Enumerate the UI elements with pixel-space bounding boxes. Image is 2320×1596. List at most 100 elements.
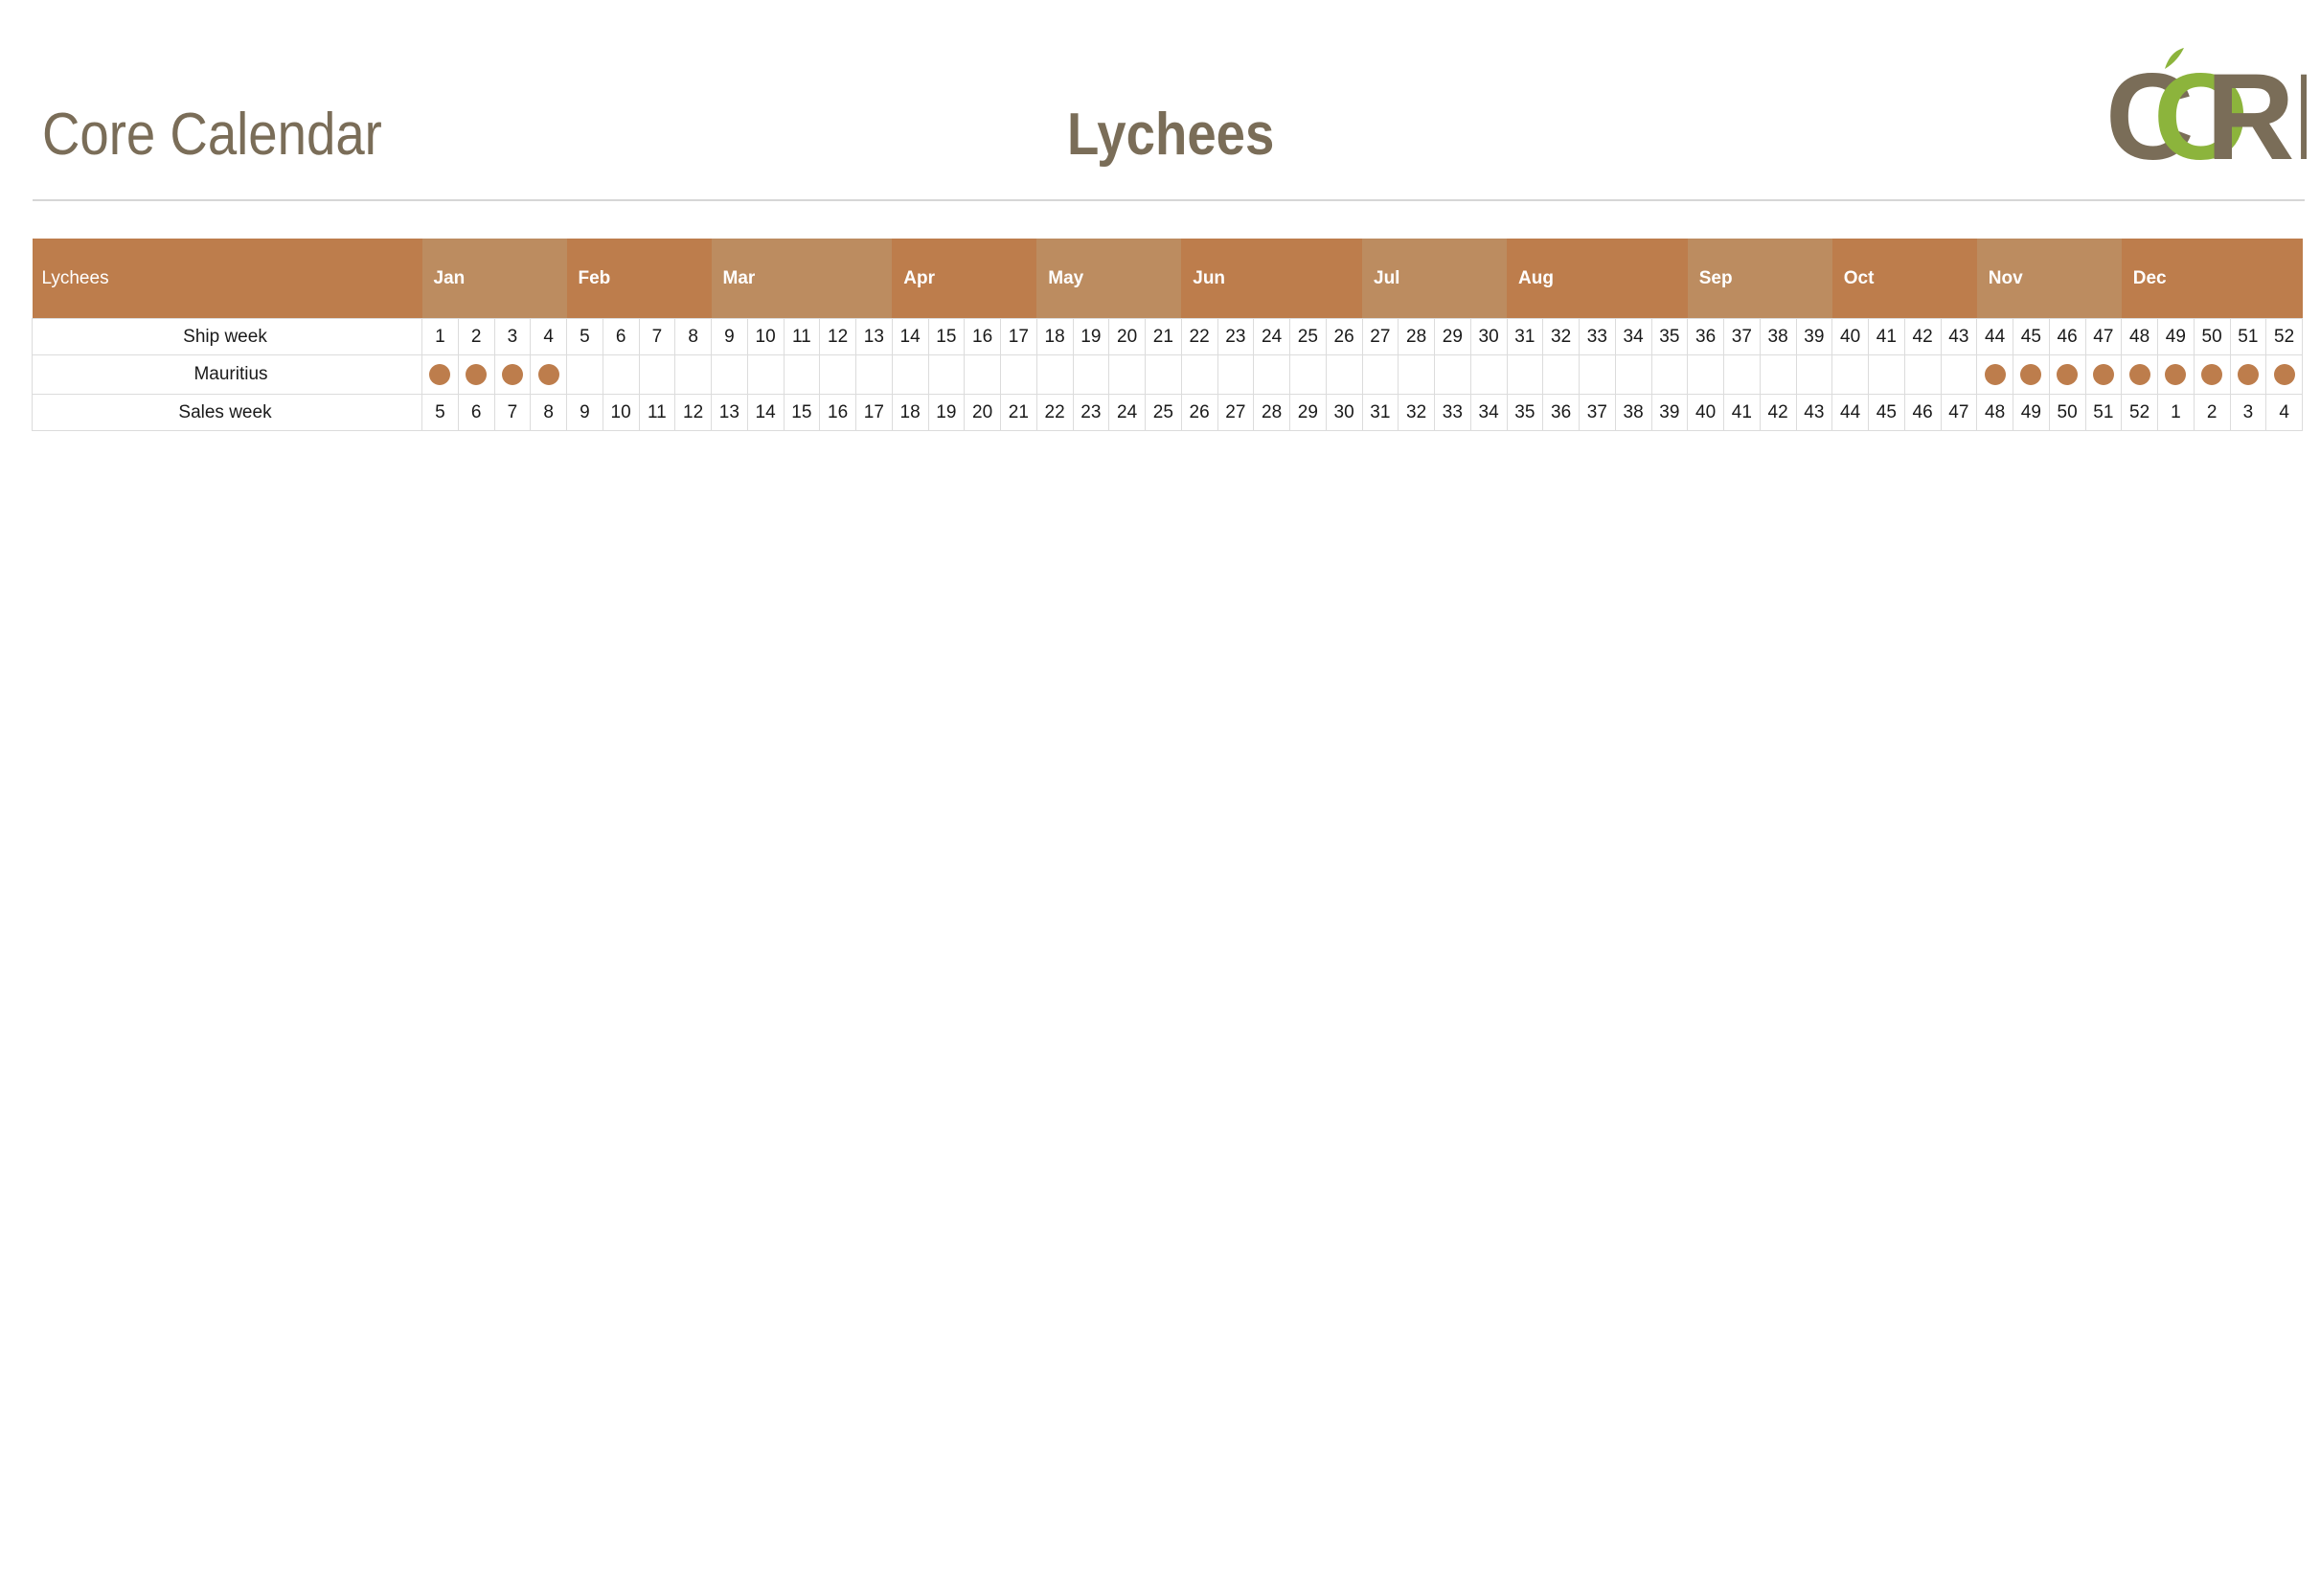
month-header-sep: Sep <box>1687 239 1832 319</box>
availability-cell <box>674 354 712 395</box>
month-header-jul: Jul <box>1362 239 1507 319</box>
availability-cell <box>1361 354 1399 395</box>
sales-week-cell: 52 <box>2121 394 2158 431</box>
availability-cell <box>1542 354 1580 395</box>
availability-dot-icon <box>2165 363 2187 385</box>
month-header-jan: Jan <box>421 239 567 319</box>
ship-week-label: Ship week <box>32 318 422 355</box>
ship-week-cell: 22 <box>1180 318 1218 355</box>
ship-week-cell: 24 <box>1253 318 1290 355</box>
ship-week-cell: 39 <box>1795 318 1833 355</box>
sales-week-cell: 45 <box>1868 394 1905 431</box>
ship-week-cell: 30 <box>1469 318 1508 355</box>
sales-week-cell: 24 <box>1108 394 1146 431</box>
availability-cell <box>1506 354 1544 395</box>
sales-week-cell: 20 <box>964 394 1001 431</box>
sales-week-cell: 8 <box>530 394 567 431</box>
logo-letter-c: C <box>2105 49 2192 166</box>
ship-week-cell: 20 <box>1108 318 1146 355</box>
availability-cell <box>927 354 966 395</box>
logo-letters-re: RE <box>2206 49 2307 166</box>
sales-week-cell: 46 <box>1903 394 1942 431</box>
availability-cell <box>1579 354 1616 395</box>
ship-week-cell: 48 <box>2121 318 2158 355</box>
availability-cell <box>1868 354 1905 395</box>
availability-cell <box>819 354 856 395</box>
availability-cell <box>1723 354 1761 395</box>
sales-week-cell: 22 <box>1035 394 1074 431</box>
ship-week-cell: 12 <box>819 318 856 355</box>
month-header-nov: Nov <box>1976 239 2122 319</box>
ship-week-cell: 13 <box>855 318 893 355</box>
sales-week-cell: 17 <box>855 394 893 431</box>
sales-week-cell: 38 <box>1614 394 1652 431</box>
availability-cell <box>1398 354 1435 395</box>
month-header-oct: Oct <box>1831 239 1977 319</box>
availability-cell <box>1650 354 1689 395</box>
sales-week-cell: 40 <box>1687 394 1724 431</box>
ship-week-cell: 36 <box>1687 318 1724 355</box>
month-header-dec: Dec <box>2121 239 2303 319</box>
sales-week-cell: 11 <box>638 394 676 431</box>
sales-week-cell: 39 <box>1650 394 1689 431</box>
availability-cell <box>1687 354 1724 395</box>
availability-cell <box>2013 354 2050 395</box>
page-title: Core Calendar <box>42 102 382 168</box>
ship-week-cell: 15 <box>927 318 966 355</box>
availability-cell <box>2193 354 2231 395</box>
availability-cell <box>1108 354 1146 395</box>
availability-cell <box>855 354 893 395</box>
availability-cell <box>783 354 821 395</box>
availability-cell <box>1000 354 1037 395</box>
sales-week-cell: 1 <box>2157 394 2195 431</box>
availability-cell <box>602 354 640 395</box>
availability-dot-icon <box>466 363 488 385</box>
availability-cell <box>1976 354 2013 395</box>
availability-cell <box>1831 354 1869 395</box>
availability-cell <box>2121 354 2158 395</box>
sales-week-cell: 25 <box>1145 394 1182 431</box>
ship-week-cell: 26 <box>1325 318 1363 355</box>
ship-week-cell: 33 <box>1579 318 1616 355</box>
availability-cell <box>1469 354 1508 395</box>
ship-week-cell: 50 <box>2193 318 2231 355</box>
sales-week-label: Sales week <box>32 394 422 431</box>
sales-week-cell: 34 <box>1469 394 1508 431</box>
availability-cell <box>1217 354 1255 395</box>
ship-week-cell: 27 <box>1361 318 1399 355</box>
sales-week-cell: 23 <box>1072 394 1110 431</box>
availability-cell <box>891 354 929 395</box>
sales-week-cell: 14 <box>746 394 785 431</box>
ship-week-cell: 52 <box>2265 318 2303 355</box>
month-header-mar: Mar <box>711 239 893 319</box>
availability-cell <box>1325 354 1363 395</box>
availability-dot-icon <box>2092 363 2114 385</box>
header-divider <box>33 199 2305 201</box>
sales-week-cell: 47 <box>1940 394 1978 431</box>
sales-week-cell: 16 <box>819 394 856 431</box>
availability-cell <box>457 354 495 395</box>
logo-leaf-icon <box>2165 48 2184 69</box>
sales-week-cell: 37 <box>1579 394 1616 431</box>
availability-cell <box>964 354 1001 395</box>
sales-week-cell: 42 <box>1759 394 1797 431</box>
sales-week-cell: 51 <box>2084 394 2123 431</box>
sales-week-cell: 30 <box>1325 394 1363 431</box>
availability-dot-icon <box>501 363 523 385</box>
sales-week-cell: 6 <box>457 394 495 431</box>
month-header-feb: Feb <box>566 239 712 319</box>
availability-dot-icon <box>2128 363 2150 385</box>
availability-cell <box>566 354 603 395</box>
ship-week-cell: 21 <box>1145 318 1182 355</box>
ship-week-cell: 11 <box>783 318 821 355</box>
ship-week-cell: 51 <box>2229 318 2267 355</box>
ship-week-cell: 8 <box>674 318 712 355</box>
product-name-cell: Lychees <box>32 239 422 319</box>
sales-week-cell: 2 <box>2193 394 2231 431</box>
availability-dot-icon <box>2057 363 2079 385</box>
sales-week-cell: 12 <box>674 394 712 431</box>
ship-week-cell: 34 <box>1614 318 1652 355</box>
